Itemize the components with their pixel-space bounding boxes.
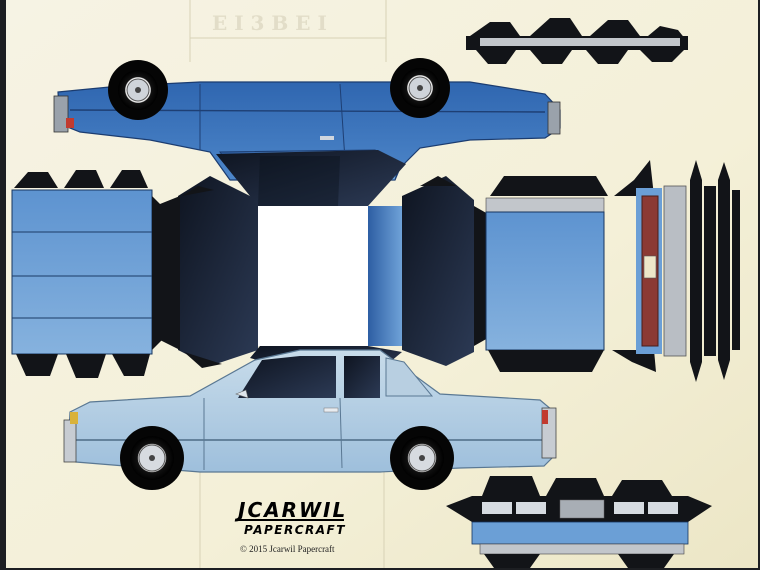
top-car-front-wheel	[108, 60, 168, 120]
sheet-fold-lines	[189, 0, 387, 568]
logo-line2: PAPERCRAFT	[244, 523, 346, 537]
front-grille-panel	[446, 476, 712, 568]
bottom-car-side-panel	[63, 349, 557, 490]
copyright-text: © 2015 Jcarwil Papercraft	[240, 544, 335, 554]
top-car-rear-wheel	[390, 58, 450, 118]
logo-line1: JCARWIL	[234, 498, 347, 522]
roof-panel	[485, 176, 608, 372]
jcarwil-logo: JCARWIL PAPERCRAFT	[234, 498, 347, 537]
top-right-tab-strip	[466, 18, 688, 64]
hood-panel	[11, 170, 162, 378]
bottom-car-front-wheel	[120, 426, 184, 490]
cabin-cross-panel	[160, 150, 488, 372]
bottom-car-rear-wheel	[390, 426, 454, 490]
faint-background-print: E I 3 B E I	[212, 11, 327, 35]
rear-end-panel	[612, 160, 740, 382]
